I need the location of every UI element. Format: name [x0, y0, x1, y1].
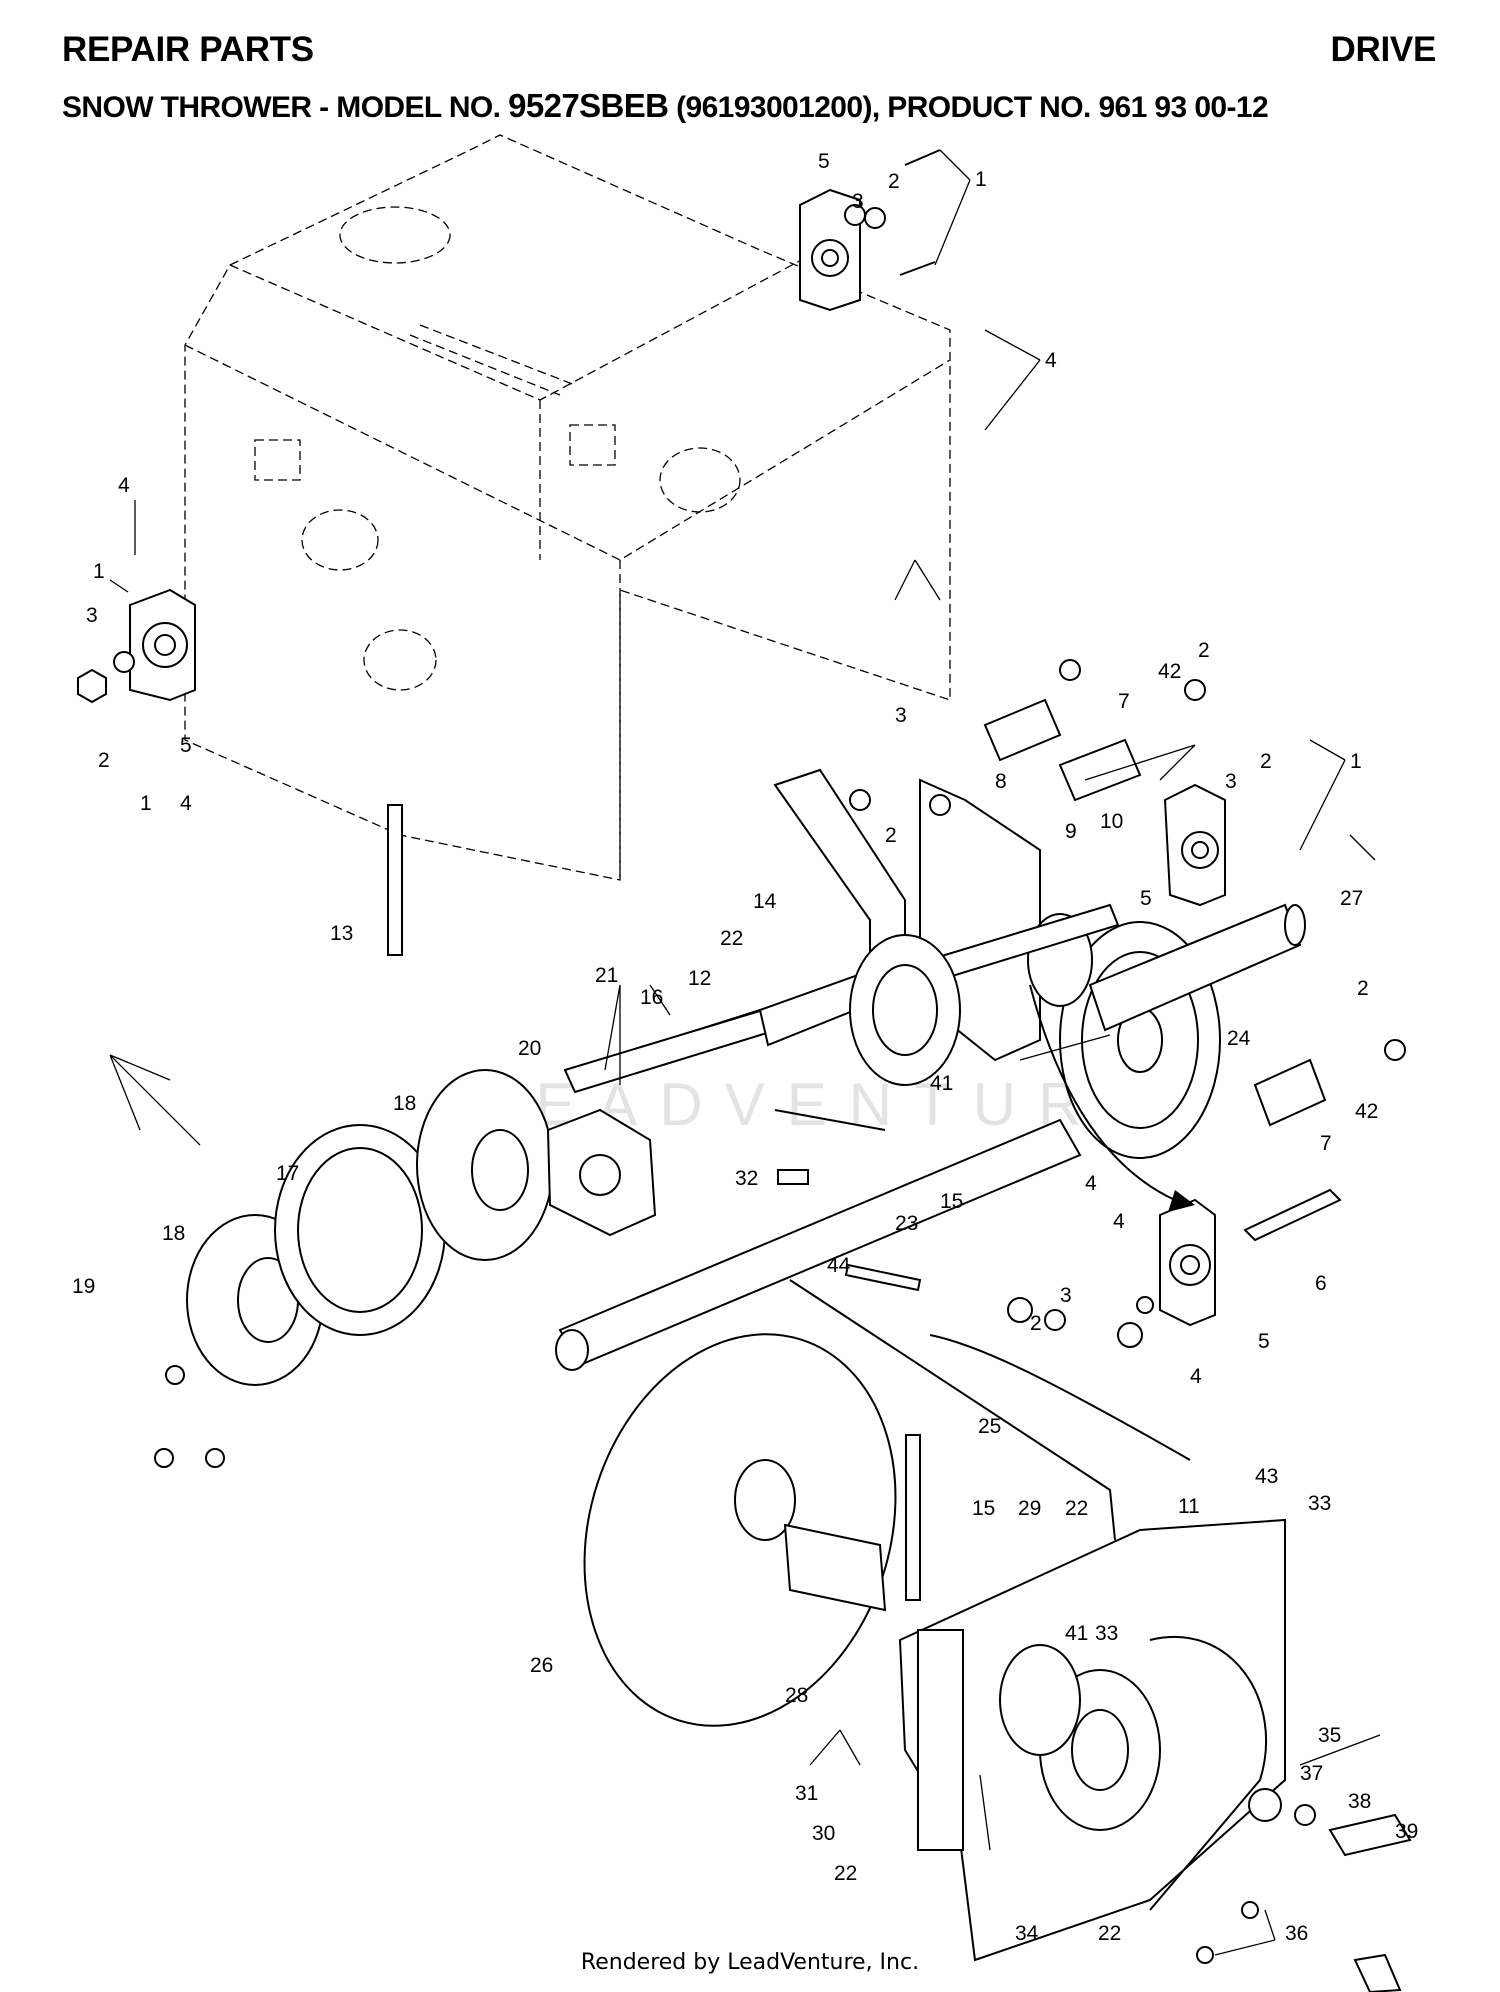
- friction-wheel-hub: [849, 934, 961, 1086]
- callout-18: 18: [393, 1092, 416, 1115]
- callout-33: 22: [1098, 1922, 1121, 1945]
- callout-17: 17: [276, 1162, 299, 1185]
- callout-2: 2: [1260, 750, 1272, 773]
- page-title: REPAIR PARTS: [62, 30, 314, 69]
- callout-4: 4: [1113, 1210, 1125, 1233]
- callout-26: 26: [530, 1654, 553, 1677]
- flange-bearing-lower-right: [1159, 1188, 1342, 1327]
- callout-1: 1: [1350, 750, 1362, 773]
- leader-lines: [109, 149, 1381, 1956]
- callout-37: 36: [1285, 1922, 1308, 1945]
- spacers-7: [983, 698, 1327, 1127]
- flange-bearing-left: [77, 588, 196, 704]
- callout-2: 2: [98, 749, 110, 772]
- callout-33: 33: [1095, 1622, 1118, 1645]
- hex-shaft: [555, 1118, 1082, 1371]
- callout-3: 3: [86, 604, 98, 627]
- callout-4: 4: [118, 474, 130, 497]
- callout-3: 3: [852, 190, 864, 213]
- callout-3: 3: [1060, 1284, 1072, 1307]
- model-subtitle: SNOW THROWER - MODEL NO. 9527SBEB (96193…: [62, 86, 1269, 128]
- callout-5: 5: [180, 734, 192, 757]
- callout-4: 4: [1045, 349, 1057, 372]
- drive-disc-26: [583, 1333, 897, 1727]
- callout-7: 7: [1118, 690, 1130, 713]
- callout-5: 5: [818, 150, 830, 173]
- callout-2: 2: [1198, 639, 1210, 662]
- callout-24: 24: [1227, 1027, 1251, 1050]
- callout-14: 14: [753, 890, 777, 913]
- lower-housing: [898, 1518, 1286, 1962]
- model-number: 9527SBEB: [508, 87, 669, 124]
- callout-3: 3: [1225, 770, 1237, 793]
- callout-2: 2: [1030, 1312, 1042, 1335]
- callout-4: 4: [180, 792, 192, 815]
- frame-housing: [184, 134, 951, 881]
- callout-5: 5: [1140, 887, 1152, 910]
- section-title: DRIVE: [1330, 30, 1437, 69]
- callout-15: 15: [972, 1497, 995, 1520]
- callout-1: 1: [93, 560, 105, 583]
- rods-and-springs: [774, 1109, 1402, 1992]
- callout-41: 41: [930, 1072, 953, 1095]
- callout-2: 2: [888, 170, 900, 193]
- callout-39: 38: [1348, 1790, 1371, 1813]
- callout-36: 35: [1318, 1724, 1341, 1747]
- callout-40: 39: [1395, 1820, 1418, 1843]
- callout-2: 2: [1357, 977, 1369, 1000]
- callout-12: 12: [688, 967, 711, 990]
- hardware: [154, 204, 1412, 1964]
- callout-8: 8: [995, 770, 1007, 793]
- callout-22: 22: [834, 1862, 857, 1885]
- callout-34: 33: [1308, 1492, 1331, 1515]
- callout-15: 15: [940, 1190, 963, 1213]
- callout-13: 13: [330, 922, 353, 945]
- callout-19: 19: [72, 1275, 95, 1298]
- subtitle-suffix: (96193001200), PRODUCT NO. 961 93 00-12: [668, 91, 1269, 124]
- callout-11: 11: [1178, 1495, 1200, 1518]
- callout-32: 32: [735, 1167, 758, 1190]
- callout-2: 2: [885, 824, 897, 847]
- callout-31: 31: [795, 1782, 818, 1805]
- flange-bearing-upper: [799, 149, 941, 312]
- callout-22: 22: [1065, 1497, 1088, 1520]
- callout-7: 7: [1320, 1132, 1332, 1155]
- flange-bearing-right: [1163, 783, 1226, 907]
- bracket-8-14: [647, 768, 1041, 1062]
- callout-4: 4: [1190, 1365, 1202, 1388]
- callout-35: 34: [1015, 1922, 1039, 1945]
- callout-3: 3: [895, 704, 907, 727]
- callout-41: 41: [1065, 1622, 1088, 1645]
- callout-1: 1: [975, 168, 987, 191]
- callout-23: 23: [895, 1212, 918, 1235]
- callout-4: 4: [1085, 1172, 1097, 1195]
- callout-27: 27: [1340, 887, 1363, 910]
- subtitle-prefix: SNOW THROWER - MODEL NO.: [62, 91, 509, 124]
- callout-25: 25: [978, 1415, 1001, 1438]
- direction-arrow: [1029, 984, 1195, 1212]
- friction-discs: [186, 1069, 657, 1386]
- callout-44: 44: [827, 1254, 851, 1277]
- callout-21: 21: [595, 964, 618, 987]
- callout-1: 1: [140, 792, 152, 815]
- callout-labels: 5 3 2 1 4 4 1 3 2 5 1 4 13 3 8 2 9 10 14…: [72, 150, 1418, 1945]
- callout-42: 42: [1158, 660, 1181, 683]
- callout-22: 22: [720, 927, 743, 950]
- footer-credit: Rendered by LeadVenture, Inc.: [580, 1950, 920, 1975]
- callout-29: 29: [1018, 1497, 1041, 1520]
- callout-16: 16: [640, 986, 663, 1009]
- callout-6: 6: [1315, 1272, 1327, 1295]
- callout-38: 37: [1300, 1762, 1323, 1785]
- callout-10: 10: [1100, 810, 1123, 833]
- callout-43: 43: [1255, 1465, 1278, 1488]
- callout-9: 9: [1065, 820, 1077, 843]
- shaft-13: [387, 804, 403, 956]
- callout-42: 42: [1355, 1100, 1378, 1123]
- callout-18: 18: [162, 1222, 185, 1245]
- callout-20: 20: [518, 1037, 541, 1060]
- callout-28: 28: [785, 1684, 808, 1707]
- callout-30: 30: [812, 1822, 835, 1845]
- callout-5: 5: [1258, 1330, 1270, 1353]
